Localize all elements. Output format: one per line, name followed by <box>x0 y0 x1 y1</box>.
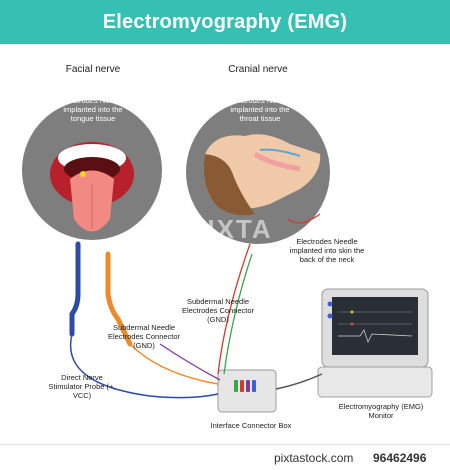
emg-monitor <box>317 288 433 398</box>
subdermal-right-label: Subdermal Needle Electrodes Connector (G… <box>181 297 255 324</box>
watermark: PIXTA <box>188 214 273 244</box>
wire-orange <box>129 343 219 385</box>
wire-neck <box>287 213 321 224</box>
diagram-stage: PIXTA Facial nerve Cranial nerve Electro… <box>0 44 450 444</box>
facial-nerve-title: Facial nerve <box>65 64 121 75</box>
page-title: Electromyography (EMG) <box>102 10 348 33</box>
subdermal-left-label: Subdermal Needle Electrodes Connector (G… <box>107 323 181 350</box>
throat-needle-label: Electrodes Needle implanted into the thr… <box>229 96 291 123</box>
footer-url: pixtastock.com <box>274 451 354 465</box>
wire-green <box>223 253 253 375</box>
head-illustration <box>203 134 321 216</box>
footer-bar: pixtastock.com 96462496 <box>0 444 450 470</box>
monitor-label: Electromyography (EMG) Monitor <box>338 402 424 420</box>
title-banner: Electromyography (EMG) <box>0 0 450 44</box>
wire-monitor <box>275 373 323 390</box>
diagram-svg <box>22 100 433 413</box>
probe-orange <box>105 251 133 347</box>
probe-blue <box>69 241 81 337</box>
wire-blue <box>69 333 219 399</box>
mouth-illustration <box>50 142 134 232</box>
skin-needle-label: Electrodes Needle implanted into skin th… <box>289 237 365 264</box>
tongue-needle-label: Electrodes Needle implanted into the ton… <box>62 96 124 123</box>
wire-red <box>217 243 251 375</box>
connector-box <box>217 369 277 413</box>
footer-image-id: 96462496 <box>373 451 427 465</box>
cranial-nerve-title: Cranial nerve <box>228 64 288 75</box>
wire-purple <box>159 343 221 381</box>
connector-box-label: Interface Connector Box <box>210 421 292 430</box>
probe-label: Direct Nerve Stimulator Probe (+, VCC) <box>48 373 116 400</box>
